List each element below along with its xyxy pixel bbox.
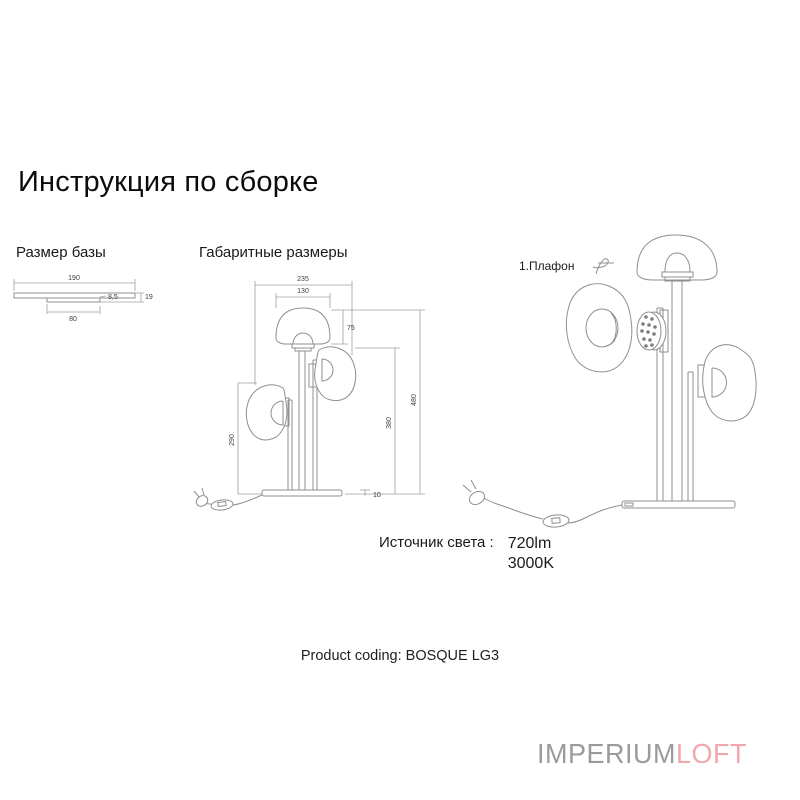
svg-text:19: 19 (145, 294, 153, 301)
base-dimension-drawing: 190 8,5 19 80 (13, 275, 153, 323)
dim-height-19: 19 (100, 292, 153, 303)
right-shade (702, 344, 757, 422)
page-title: Инструкция по сборке (18, 166, 319, 198)
dim-low-height-290: 290 (229, 382, 262, 495)
svg-text:480: 480 (411, 394, 418, 406)
dim-inner-width-80: 80 (46, 304, 101, 323)
dim-width-190: 190 (13, 275, 136, 291)
svg-text:10: 10 (373, 492, 381, 499)
overall-size-label: Габаритные размеры (199, 244, 348, 261)
dim-shade-width-130: 130 (275, 288, 331, 308)
brand-watermark-loft: LOFT (676, 738, 748, 770)
svg-text:8,5: 8,5 (108, 294, 118, 301)
dim-thickness-8-5: 8,5 (99, 294, 118, 301)
light-source-spec: Источник света : 720lm 3000K (379, 534, 554, 574)
light-source-lumens: 720lm (507, 535, 552, 552)
overall-dimension-drawing: 235 130 75 (193, 276, 425, 511)
dim-base-thickness-10: 10 (360, 489, 381, 499)
product-coding: Product coding: BOSQUE LG3 (300, 648, 500, 664)
svg-text:130: 130 (297, 288, 309, 295)
top-shade (636, 234, 718, 282)
low-shade (245, 384, 288, 441)
svg-text:380: 380 (386, 417, 393, 429)
plug-body (195, 495, 209, 507)
rotate-icon (592, 258, 614, 275)
center-pole (671, 281, 683, 501)
base-plate-outline (13, 292, 136, 303)
light-source-temperature: 3000K (507, 555, 554, 572)
detached-shade (565, 283, 633, 373)
top-shade (275, 307, 331, 352)
dim-shade-height-75: 75 (331, 309, 425, 345)
brand-watermark-imperium: IMPERIUM (537, 738, 676, 770)
center-pole (298, 351, 306, 490)
dim-overall-width-235: 235 (254, 276, 353, 385)
lamp-base (261, 489, 343, 497)
step1-label: 1.Плафон (519, 259, 575, 273)
power-cord (193, 487, 263, 511)
led-module (636, 311, 667, 351)
assembly-step-drawing (462, 234, 757, 528)
mid-shade (314, 346, 357, 402)
base-size-label: Размер базы (16, 244, 106, 261)
dim-total-height-480: 480 (345, 310, 425, 495)
brand-watermark: IMPERIUMLOFT (537, 739, 747, 771)
plug-body (468, 490, 486, 506)
svg-text:80: 80 (69, 316, 77, 323)
svg-text:75: 75 (347, 325, 355, 332)
svg-text:190: 190 (68, 275, 80, 282)
power-cord (462, 479, 623, 528)
svg-text:290: 290 (229, 434, 236, 446)
lamp-base (621, 500, 736, 509)
svg-text:235: 235 (297, 276, 309, 283)
dim-mid-height-380: 380 (355, 347, 400, 494)
light-source-label: Источник света : (379, 534, 494, 551)
